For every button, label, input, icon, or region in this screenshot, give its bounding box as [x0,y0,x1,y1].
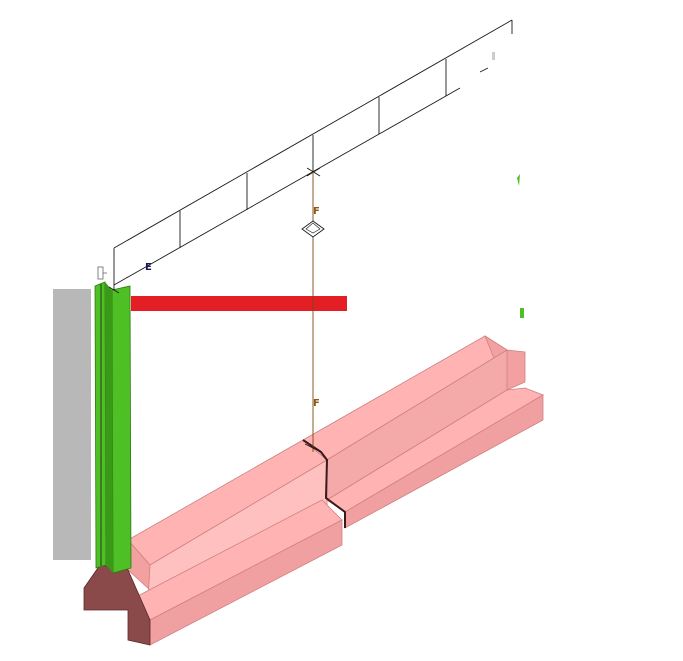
grid-frame[interactable] [108,19,513,294]
footing-right-segment[interactable] [302,334,544,529]
grid-bottom-cross-a [304,443,322,453]
fragment-b [520,308,524,318]
grid-corner-a [108,286,120,294]
elevation-marker-icon[interactable] [301,220,325,238]
green-post-side [105,282,113,573]
red-beam[interactable] [131,296,347,311]
grid-corner-b [479,67,489,73]
green-post-front[interactable] [111,285,132,574]
right-edge-fragments [492,52,524,318]
grid-label-e: E [145,262,152,273]
grid-label-f-lower: F [313,398,320,409]
gray-wall-panel[interactable] [53,289,91,560]
grid-bottom-line [113,87,461,286]
section-marker-icon[interactable] [97,266,107,280]
green-post-back[interactable] [94,281,107,569]
grid-label-f-upper: F [313,206,320,217]
fragment-a [492,52,495,60]
footing-left-segment[interactable] [127,439,343,646]
green-fragment-icon [517,174,520,186]
grid-top-line [113,19,513,249]
grid-cross-b [306,167,321,177]
